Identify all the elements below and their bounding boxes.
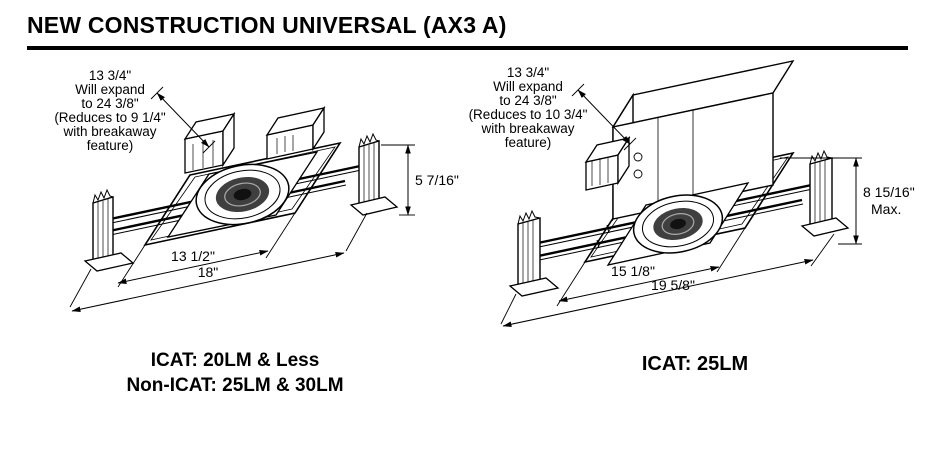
bracket-foot	[83, 252, 135, 272]
expand-dimension-arrow	[150, 86, 216, 154]
junction-box	[183, 111, 236, 174]
right-dimensions: 13 3/4" Will expand to 24 3/8" (Reduces …	[469, 65, 915, 327]
nail-plate-teeth	[517, 209, 541, 225]
right-caption: ICAT: 25LM	[460, 352, 930, 377]
bracket-foot	[349, 196, 399, 216]
driver-box-vents	[276, 135, 294, 154]
left-fixture-drawing	[83, 105, 399, 272]
right-fixture-drawing	[508, 59, 850, 297]
driver-box	[265, 105, 326, 160]
outer-width-label: 19 5/8"	[651, 277, 695, 293]
note-line: Will expand	[493, 79, 563, 94]
aperture	[632, 194, 724, 254]
height-dim-suffix: Max.	[871, 201, 901, 217]
height-dimension: 8 15/16" Max.	[780, 157, 915, 245]
inner-width-label: 15 1/8"	[611, 263, 655, 279]
width-dimensions: 15 1/8" 19 5/8"	[500, 227, 835, 327]
junction-box-hatch	[591, 157, 609, 186]
left-fixture-diagram: 13 3/4" Will expand to 24 3/8" (Reduces …	[54, 68, 459, 312]
bracket-foot	[800, 217, 850, 237]
nail-plate-teeth	[809, 149, 833, 165]
bracket-foot	[508, 277, 560, 297]
width-dimensions: 13 1/2" 18"	[69, 212, 368, 312]
right-nailer-bracket	[349, 132, 399, 216]
inner-width-label: 13 1/2"	[171, 248, 215, 264]
title-underline	[27, 46, 908, 50]
right-fixture-diagram: 13 3/4" Will expand to 24 3/8" (Reduces …	[469, 59, 915, 327]
height-dim-label: 8 15/16"	[863, 184, 915, 200]
height-dimension: 5 7/16"	[381, 144, 459, 216]
note-line: to 24 3/8"	[81, 96, 139, 111]
aperture	[195, 163, 290, 226]
knockout	[633, 169, 643, 179]
nail-plate-teeth	[92, 188, 114, 204]
note-line: to 24 3/8"	[499, 93, 557, 108]
left-dimensions: 13 3/4" Will expand to 24 3/8" (Reduces …	[54, 68, 459, 312]
left-caption: ICAT: 20LM & Less Non-ICAT: 25LM & 30LM	[15, 348, 455, 398]
bracket-hatch	[814, 160, 826, 228]
right-caption-line1: ICAT: 25LM	[641, 353, 749, 375]
knockout	[633, 152, 643, 162]
note-line: with breakaway	[480, 121, 574, 136]
note-line: (Reduces to 10 3/4"	[469, 107, 588, 122]
note-line: Will expand	[75, 82, 145, 97]
height-dim-label: 5 7/16"	[415, 172, 459, 188]
note-line: 13 3/4"	[507, 65, 550, 80]
note-line: with breakaway	[62, 124, 156, 139]
right-nailer-bracket	[800, 149, 850, 237]
expand-note: 13 3/4" Will expand to 24 3/8" (Reduces …	[54, 68, 166, 153]
left-nailer-bracket	[83, 188, 135, 272]
note-line: (Reduces to 9 1/4"	[54, 110, 166, 125]
expand-note: 13 3/4" Will expand to 24 3/8" (Reduces …	[469, 65, 588, 150]
outer-width-label: 18"	[198, 264, 219, 280]
bracket-hatch	[363, 143, 375, 207]
page-title: NEW CONSTRUCTION UNIVERSAL (AX3 A)	[27, 12, 507, 38]
left-caption-line1: ICAT: 20LM & Less	[150, 350, 320, 371]
expand-dimension-arrow	[571, 83, 637, 151]
note-line: feature)	[505, 135, 552, 150]
note-line: 13 3/4"	[89, 68, 132, 83]
note-line: feature)	[87, 138, 134, 153]
nail-plate-teeth	[358, 132, 380, 148]
left-caption-line2: Non-ICAT: 25LM & 30LM	[126, 375, 344, 396]
